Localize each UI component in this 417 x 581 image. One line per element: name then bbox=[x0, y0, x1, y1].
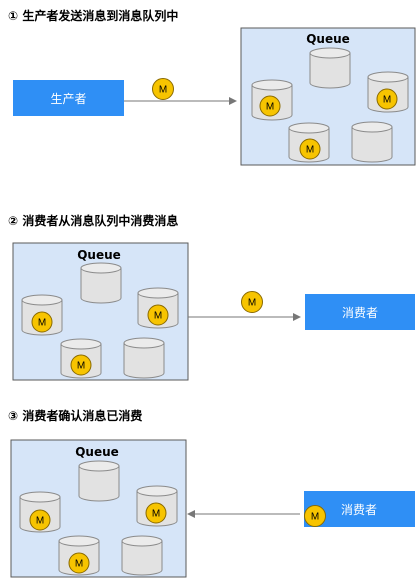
queue-slot bbox=[309, 47, 351, 89]
message-icon bbox=[376, 88, 398, 110]
svg-text:M: M bbox=[306, 145, 314, 156]
message-icon: M bbox=[241, 291, 263, 313]
consumer-label: 消费者 bbox=[342, 306, 378, 320]
queue-slot bbox=[80, 262, 122, 304]
message-icon: M bbox=[152, 78, 174, 100]
queue-slot: M bbox=[288, 122, 330, 163]
svg-text:M: M bbox=[38, 318, 46, 329]
svg-text:M: M bbox=[248, 298, 256, 309]
queue-title: Queue bbox=[77, 248, 121, 262]
queue-slot: M bbox=[367, 71, 409, 113]
queue-slot: M bbox=[137, 287, 179, 329]
queue-title: Queue bbox=[75, 445, 119, 459]
svg-text:M: M bbox=[152, 509, 160, 520]
consumer-box: 消费者 bbox=[305, 294, 415, 330]
step-1-section: ① 生产者发送消息到消息队列中 生产者 M Queue bbox=[8, 8, 416, 166]
step-2-title: ② 消费者从消息队列中消费消息 bbox=[8, 213, 178, 228]
message-icon bbox=[299, 138, 321, 160]
svg-text:M: M bbox=[36, 516, 44, 527]
producer-label: 生产者 bbox=[50, 92, 86, 106]
queue-slot bbox=[351, 121, 393, 163]
step-3-title: ③ 消费者确认消息已消费 bbox=[8, 408, 142, 423]
svg-text:M: M bbox=[154, 311, 162, 322]
queue-title: Queue bbox=[306, 32, 350, 46]
message-icon: M bbox=[304, 505, 326, 527]
queue-slot: M bbox=[58, 535, 100, 576]
queue-container: Queue M M M bbox=[12, 242, 189, 381]
message-icon bbox=[29, 509, 51, 531]
message-icon bbox=[145, 502, 167, 524]
message-icon bbox=[147, 304, 169, 326]
svg-text:M: M bbox=[383, 95, 391, 106]
svg-text:M: M bbox=[77, 361, 85, 372]
svg-text:M: M bbox=[159, 85, 167, 96]
queue-slot: M bbox=[136, 485, 178, 527]
queue-slot: M bbox=[21, 294, 63, 336]
queue-container: Queue M M M bbox=[10, 439, 187, 578]
queue-slot: M bbox=[251, 79, 293, 121]
producer-box: 生产者 bbox=[13, 80, 124, 116]
step-2-section: ② 消费者从消息队列中消费消息 Queue M M bbox=[8, 213, 415, 381]
message-icon bbox=[68, 552, 90, 574]
queue-container: Queue M M M bbox=[240, 27, 416, 166]
svg-text:M: M bbox=[311, 512, 319, 523]
svg-text:M: M bbox=[75, 559, 83, 570]
message-icon bbox=[31, 311, 53, 333]
queue-slot bbox=[121, 535, 163, 576]
step-3-section: ③ 消费者确认消息已消费 Queue M M bbox=[8, 408, 415, 578]
message-icon bbox=[70, 354, 92, 376]
consumer-label: 消费者 bbox=[341, 503, 377, 517]
step-1-title: ① 生产者发送消息到消息队列中 bbox=[8, 8, 178, 23]
queue-slot: M bbox=[60, 338, 102, 379]
queue-slot bbox=[78, 460, 120, 502]
queue-slot: M bbox=[19, 491, 61, 533]
queue-slot bbox=[123, 337, 165, 379]
message-icon bbox=[259, 95, 281, 117]
svg-text:M: M bbox=[266, 102, 274, 113]
